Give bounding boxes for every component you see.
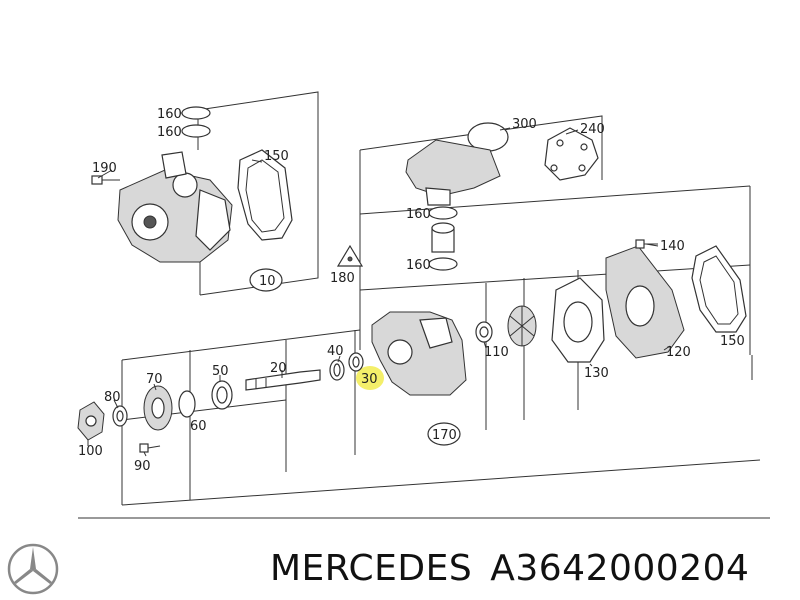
callout-240: 240 — [580, 122, 605, 137]
part-170-pump-housing — [371, 311, 467, 396]
part-10-water-pump — [117, 151, 233, 263]
part-150-gasket-right — [691, 245, 747, 333]
part-90-bolt — [139, 443, 161, 453]
mercedes-star-logo — [7, 543, 59, 595]
part-240-gasket — [544, 127, 599, 181]
part-60-ring — [178, 390, 196, 418]
brand-name: MERCEDES — [270, 548, 473, 589]
callout-160-a: 160 — [157, 107, 182, 122]
callout-160-b: 160 — [157, 125, 182, 140]
part-180-triangle — [336, 244, 364, 267]
callout-10: 10 — [259, 274, 276, 289]
footer-brand-line: MERCEDES A3642000204 — [270, 548, 767, 589]
part-130-gasket — [551, 277, 605, 363]
callout-120: 120 — [666, 345, 691, 360]
callout-150-b: 150 — [720, 334, 745, 349]
callout-140: 140 — [660, 239, 685, 254]
leader-lines — [87, 112, 735, 457]
callout-130: 130 — [584, 366, 609, 381]
callout-150-a: 150 — [264, 149, 289, 164]
callout-30: 30 — [361, 372, 378, 387]
callout-170: 170 — [432, 428, 457, 443]
callout-70: 70 — [146, 372, 163, 387]
part-thermostat-housing — [405, 139, 501, 206]
callout-20: 20 — [270, 361, 287, 376]
callout-110: 110 — [484, 345, 509, 360]
part-20-shaft — [245, 369, 321, 391]
part-impeller — [507, 305, 537, 347]
callout-40: 40 — [327, 344, 344, 359]
callout-160-c: 160 — [406, 207, 431, 222]
callout-100: 100 — [78, 444, 103, 459]
callout-300: 300 — [512, 117, 537, 132]
part-160-orings-middle — [428, 206, 458, 271]
callout-80: 80 — [104, 390, 121, 405]
callout-50: 50 — [212, 364, 229, 379]
part-80-washer — [112, 405, 128, 427]
callout-60: 60 — [190, 419, 207, 434]
part-120-cover — [605, 245, 685, 359]
part-150-gasket-top — [237, 149, 293, 241]
part-50-bearing — [211, 380, 233, 410]
part-100-hub — [77, 401, 105, 441]
callout-180: 180 — [330, 271, 355, 286]
part-70-flange — [143, 385, 173, 431]
callout-190: 190 — [92, 161, 117, 176]
part-110-seal — [475, 321, 493, 343]
callout-90: 90 — [134, 459, 151, 474]
part-number: A3642000204 — [490, 548, 750, 589]
callout-labels: 160 160 190 150 10 300 240 160 160 180 1… — [78, 107, 745, 474]
part-40-ring — [329, 359, 345, 381]
callout-170-ellipse — [427, 422, 461, 446]
part-160-orings-top — [181, 106, 211, 138]
part-190-bolt — [91, 175, 120, 185]
callout-10-ellipse — [249, 268, 283, 292]
part-30-seal — [348, 352, 384, 390]
callout-160-d: 160 — [406, 258, 431, 273]
